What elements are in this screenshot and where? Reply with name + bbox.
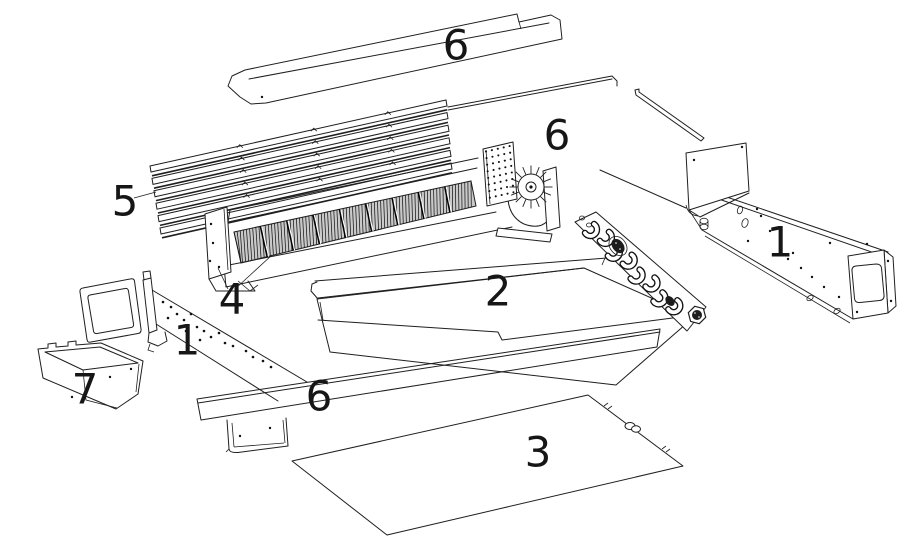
heat-exchanger-coil bbox=[149, 99, 453, 239]
front-bottom-rail bbox=[196, 328, 661, 454]
part-label-3-bottom-panel: 3 bbox=[525, 428, 552, 477]
fan-inlet-plate bbox=[685, 142, 750, 211]
bottom-cover-panel bbox=[291, 394, 684, 536]
motor-vent-plate bbox=[482, 141, 518, 207]
part-label-5-coil: 5 bbox=[112, 177, 139, 226]
coil-header-ubends bbox=[574, 211, 707, 332]
top-cover-panel bbox=[227, 13, 563, 105]
part-label-6-rear-rail: 6 bbox=[544, 111, 571, 160]
left-end-plate bbox=[79, 278, 142, 343]
crossflow-fan-assembly bbox=[204, 141, 561, 292]
left-end-plate-assembly bbox=[79, 270, 308, 402]
part-label-1-right: 1 bbox=[767, 218, 794, 267]
rail-bracket bbox=[226, 417, 289, 454]
rear-angle-rail bbox=[447, 75, 705, 209]
part-label-6-front-rail: 6 bbox=[306, 372, 333, 421]
part-label-6-top-cover: 6 bbox=[443, 21, 470, 70]
motor-fan-wheel bbox=[509, 165, 553, 209]
part-labels: 6 6 5 1 4 2 1 7 6 3 bbox=[72, 21, 794, 477]
control-box bbox=[37, 340, 144, 410]
part-label-2-drain-pan: 2 bbox=[485, 267, 512, 316]
part-label-4-fan: 4 bbox=[219, 275, 246, 324]
leader-line-4 bbox=[217, 254, 273, 290]
part-label-1-left: 1 bbox=[174, 316, 201, 365]
leader-line-5 bbox=[133, 191, 157, 199]
right-end-cap bbox=[847, 249, 889, 320]
part-label-7-control-box: 7 bbox=[72, 365, 99, 414]
right-end-plate-assembly bbox=[685, 142, 897, 324]
